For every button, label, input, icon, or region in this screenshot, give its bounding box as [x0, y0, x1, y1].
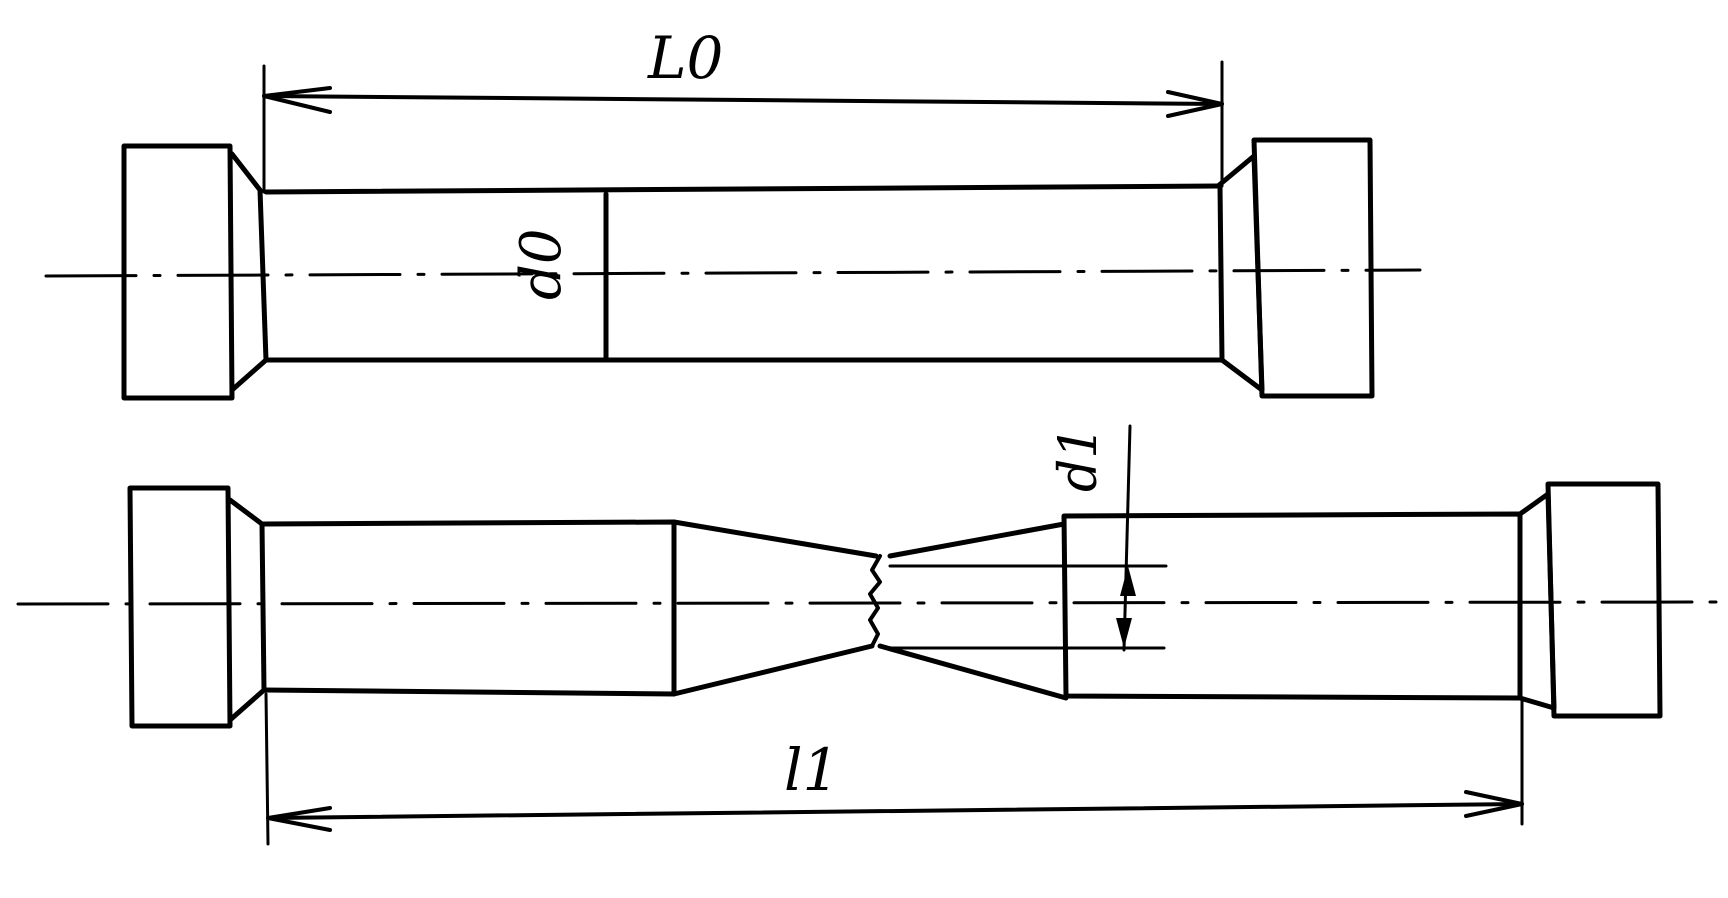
left-fillet: [229, 151, 269, 393]
dimension-line-L0: [262, 94, 1224, 106]
l1-dimension-line: [266, 802, 1524, 820]
l1-arrowhead-left: [266, 806, 332, 832]
gauge-section-top-edge: [263, 183, 1221, 195]
left-fillet-after: [227, 497, 267, 723]
d1-arrowhead-bottom: [1116, 618, 1132, 648]
left-gauge-part: [261, 519, 677, 697]
specimen-after-fracture: [16, 481, 1728, 729]
fracture-surface: [868, 554, 882, 648]
specimen-before-test: [44, 137, 1422, 401]
arrowhead-left-L0: [262, 86, 332, 114]
arrowhead-right-L0: [1166, 90, 1224, 118]
dimension-l1: l1: [264, 692, 1524, 846]
right-gauge-part: [1061, 511, 1523, 701]
left-necking-taper: [671, 519, 879, 697]
dimension-L0: L0: [262, 24, 1224, 194]
right-necking-taper: [877, 521, 1069, 701]
label-d1: d1: [1049, 426, 1109, 492]
dimension-d1: d1: [884, 424, 1168, 652]
left-grip-head: [121, 143, 235, 401]
label-l1: l1: [784, 736, 839, 804]
right-grip-head-after: [1545, 481, 1663, 719]
d1-dimension-line: [1122, 424, 1132, 652]
label-d0: d0: [509, 229, 574, 300]
centerline-top: [44, 268, 1422, 278]
right-grip-head: [1251, 137, 1375, 399]
left-grip-head-after: [127, 485, 233, 729]
centerline-bottom: [16, 600, 1728, 606]
l1-extension-left: [264, 692, 270, 846]
label-L0: L0: [647, 24, 723, 92]
d1-arrowhead-top: [1120, 566, 1136, 596]
l1-arrowhead-right: [1464, 790, 1524, 818]
